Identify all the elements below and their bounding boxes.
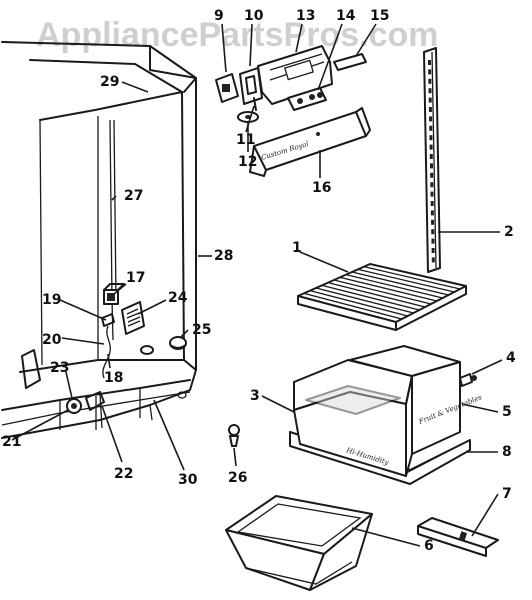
leader-29 — [121, 81, 149, 93]
rail-slot — [428, 78, 432, 84]
callout-8: 8 — [502, 444, 512, 460]
rail-slot — [430, 191, 434, 197]
callout-15: 15 — [370, 8, 389, 24]
callouts: 9 10 13 14 15 11 12 16 29 27 28 2 1 17 1… — [2, 8, 516, 554]
shelf-rib — [345, 274, 443, 299]
shelf-rib — [357, 268, 455, 293]
rail-slot — [430, 172, 434, 178]
leader-10 — [249, 23, 253, 67]
leader-21 — [11, 409, 69, 441]
leader-19 — [59, 299, 107, 321]
rail-slot — [429, 135, 433, 141]
slide-rail — [417, 517, 499, 557]
callout-12: 12 — [238, 154, 257, 170]
rail-slot — [428, 69, 432, 75]
rail-slot — [430, 182, 434, 188]
leader-18 — [107, 353, 111, 369]
callout-14: 14 — [336, 8, 356, 24]
leader-9 — [221, 23, 227, 73]
callout-19: 19 — [42, 292, 61, 308]
shelf — [297, 263, 467, 331]
leader-20 — [61, 337, 105, 345]
callout-24: 24 — [168, 290, 188, 306]
callout-13: 13 — [296, 8, 315, 24]
callout-6: 6 — [424, 538, 434, 554]
shelf-rib — [339, 276, 437, 302]
leader-13 — [295, 23, 303, 53]
leader-17 — [113, 283, 127, 295]
shelf-rib — [315, 287, 414, 314]
rail-slot — [428, 60, 431, 65]
callout-30: 30 — [178, 472, 198, 488]
callout-21: 21 — [2, 434, 21, 450]
crisper-assembly: Hi-Humidity Fruit & Vegetables — [289, 345, 483, 485]
callout-11: 11 — [236, 132, 255, 148]
callout-3: 3 — [250, 388, 260, 404]
rail-slot — [429, 116, 433, 122]
shelf-rib — [351, 271, 449, 296]
pan-drawer — [225, 495, 373, 591]
leader-23 — [65, 371, 73, 399]
callout-17: 17 — [126, 270, 145, 286]
callout-25: 25 — [192, 322, 211, 338]
leader-25 — [179, 329, 189, 339]
leader-15 — [355, 23, 377, 57]
leader-30 — [153, 399, 185, 471]
leader-14 — [317, 23, 343, 91]
shelf-rib — [327, 282, 426, 308]
rail-slot — [431, 248, 435, 253]
drain-assembly — [66, 391, 105, 430]
leader-27 — [111, 195, 117, 201]
callout-28: 28 — [214, 248, 233, 264]
callout-29: 29 — [100, 74, 119, 90]
callout-9: 9 — [214, 8, 224, 24]
cabinet-liner — [1, 41, 197, 439]
callout-4: 4 — [506, 350, 516, 366]
rail-slot — [428, 88, 432, 94]
callout-18: 18 — [104, 370, 123, 386]
rail-slot — [431, 219, 435, 225]
rail-slot — [431, 238, 435, 244]
callout-16: 16 — [312, 180, 331, 196]
rail-slot — [429, 154, 433, 159]
shelf-rib — [303, 292, 402, 320]
shelf-rib — [333, 279, 432, 305]
rail-slot — [429, 144, 433, 150]
watermark: AppliancePartsPros.com — [36, 16, 438, 54]
leader-6 — [351, 527, 421, 547]
shelf-rib — [309, 290, 408, 317]
callout-23: 23 — [50, 360, 69, 376]
callout-2: 2 — [504, 224, 514, 240]
callout-20: 20 — [42, 332, 62, 348]
rail-slot — [428, 97, 432, 103]
rail-slot — [430, 210, 434, 216]
shelf-rib — [321, 284, 420, 311]
shelf-rail — [423, 47, 441, 273]
rail-slot — [430, 201, 434, 206]
leader-7 — [471, 493, 499, 537]
callout-7: 7 — [502, 486, 512, 502]
shelf-rib — [363, 266, 461, 290]
callout-5: 5 — [502, 404, 512, 420]
leader-26 — [233, 447, 237, 467]
callout-27: 27 — [124, 188, 143, 204]
rail-slot — [431, 257, 435, 263]
screw-part — [228, 424, 240, 447]
callout-26: 26 — [228, 470, 247, 486]
callout-22: 22 — [114, 466, 133, 482]
rail-slot — [429, 163, 433, 169]
callout-10: 10 — [244, 8, 264, 24]
callout-1: 1 — [292, 240, 302, 256]
rail-slot — [431, 229, 435, 235]
leader-1 — [299, 251, 349, 273]
leader-24 — [137, 299, 167, 315]
leader-3 — [261, 395, 295, 413]
leader-4 — [471, 359, 503, 375]
rail-slot — [428, 107, 432, 112]
rail-slot — [429, 125, 433, 131]
plug-part — [169, 336, 187, 350]
leader-22 — [101, 405, 123, 463]
leader-5 — [461, 403, 499, 413]
